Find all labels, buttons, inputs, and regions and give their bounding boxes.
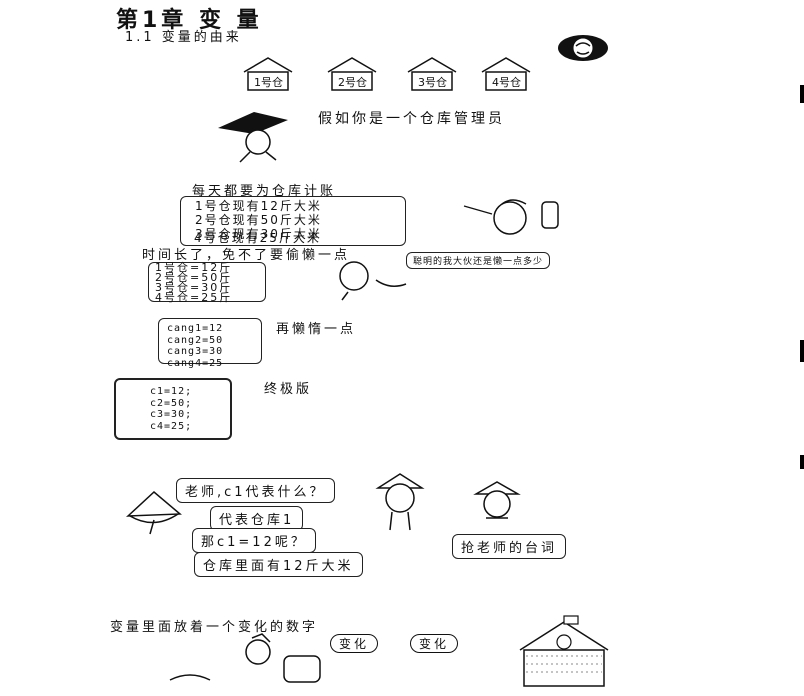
speech-bubble-answer: 仓库里面有12斤大米 xyxy=(194,552,363,577)
student-character-icon xyxy=(125,490,182,535)
chapter-title: 第1章 变 量 xyxy=(116,8,263,33)
ledger-line: cang2=50 xyxy=(167,334,224,346)
ledger-line: 2号仓现有50斤大米 xyxy=(195,213,322,227)
ledger-box-full: 1号仓现有12斤大米 2号仓现有50斤大米 3号仓现有30斤大米 xyxy=(180,196,406,246)
clerk-character-icon xyxy=(463,199,559,235)
student2-character-icon xyxy=(473,481,521,519)
warehouse-label: 2号仓 xyxy=(338,76,367,89)
ledger-line: cang4=25 xyxy=(167,357,224,369)
house-icon xyxy=(243,57,293,91)
ledger-line: 3号仓=30斤 xyxy=(155,281,233,294)
bottom-caption: 变量里面放着一个变化的数字 xyxy=(110,620,319,635)
change-tag: 变化 xyxy=(410,634,459,653)
ledger-line: c1=12; xyxy=(150,386,193,397)
people-carrying-icon xyxy=(169,633,321,683)
warehouse-4: 4号仓 xyxy=(478,56,534,94)
lazy-character-icon xyxy=(339,261,407,301)
warehouse-label: 4号仓 xyxy=(492,76,521,89)
ledger-box-short: 1号仓=12斤 2号仓=50斤 3号仓=30斤 4号仓=25斤 xyxy=(148,261,266,304)
ledger-box-final: c1=12; c2=50; c3=30; c4=25; xyxy=(114,378,232,440)
ledger-line: 4号仓=25斤 xyxy=(155,291,233,304)
author-badge-icon xyxy=(558,35,608,61)
warehouse-label: 3号仓 xyxy=(418,76,447,89)
change-tag: 变化 xyxy=(330,634,379,653)
teacher-character-icon xyxy=(375,473,425,531)
ledger-line: c2=50; xyxy=(150,397,193,409)
panel5-caption: 终极版 xyxy=(264,382,313,397)
warehouse-label: 1号仓 xyxy=(254,76,283,89)
scan-mark xyxy=(800,85,804,103)
panel3-caption: 时间长了，免不了要偷懒一点 xyxy=(142,248,351,263)
ledger-box-vars: cang1=12 cang2=50 cang3=30 cang4=25 xyxy=(158,318,262,369)
scan-mark xyxy=(800,340,804,362)
house-icon xyxy=(481,57,531,91)
warehouse-row: 1号仓 2号仓 3号仓 4号仓 xyxy=(240,56,536,96)
warehouse-3: 3号仓 xyxy=(404,56,460,94)
ledger-line: 1号仓现有12斤大米 xyxy=(195,199,322,213)
ledger-line: 3号仓现有30斤大米 xyxy=(195,227,322,241)
warehouse-big-icon xyxy=(519,615,609,687)
ledger-line: c3=30; xyxy=(150,409,193,420)
speech-bubble-question: 老师,c1代表什么？ xyxy=(176,478,335,503)
speech-bubble-question: 那c1=12呢？ xyxy=(192,528,316,553)
speech-bubble-side: 抢老师的台词 xyxy=(452,534,567,559)
scan-mark xyxy=(800,455,804,469)
house-icon xyxy=(327,57,377,91)
panel1-caption: 假如你是一个仓库管理员 xyxy=(318,111,505,127)
ledger-line: 2号仓=50斤 xyxy=(155,271,233,284)
ledger-line: cang1=12 xyxy=(167,323,224,334)
manager-character-icon xyxy=(218,112,288,163)
warehouse-2: 2号仓 xyxy=(324,56,380,94)
ledger-line: c4=25; xyxy=(150,420,193,432)
ledger-line: 1号仓=12斤 xyxy=(155,261,233,274)
ledger-line: cang3=30 xyxy=(167,346,224,357)
speech-bubble: 聪明的我大伙还是懒一点多少 xyxy=(406,252,551,269)
speech-bubble-answer: 代表仓库1 xyxy=(210,506,304,531)
chapter-subtitle: 1.1 变量的由来 xyxy=(125,30,242,45)
house-icon xyxy=(407,57,457,91)
warehouse-1: 1号仓 xyxy=(240,56,296,94)
ledger-line: 4号仓现有25斤大米 xyxy=(194,231,321,245)
panel2-caption: 每天都要为仓库计账 xyxy=(192,184,337,199)
panel4-caption: 再懒惰一点 xyxy=(276,322,357,337)
